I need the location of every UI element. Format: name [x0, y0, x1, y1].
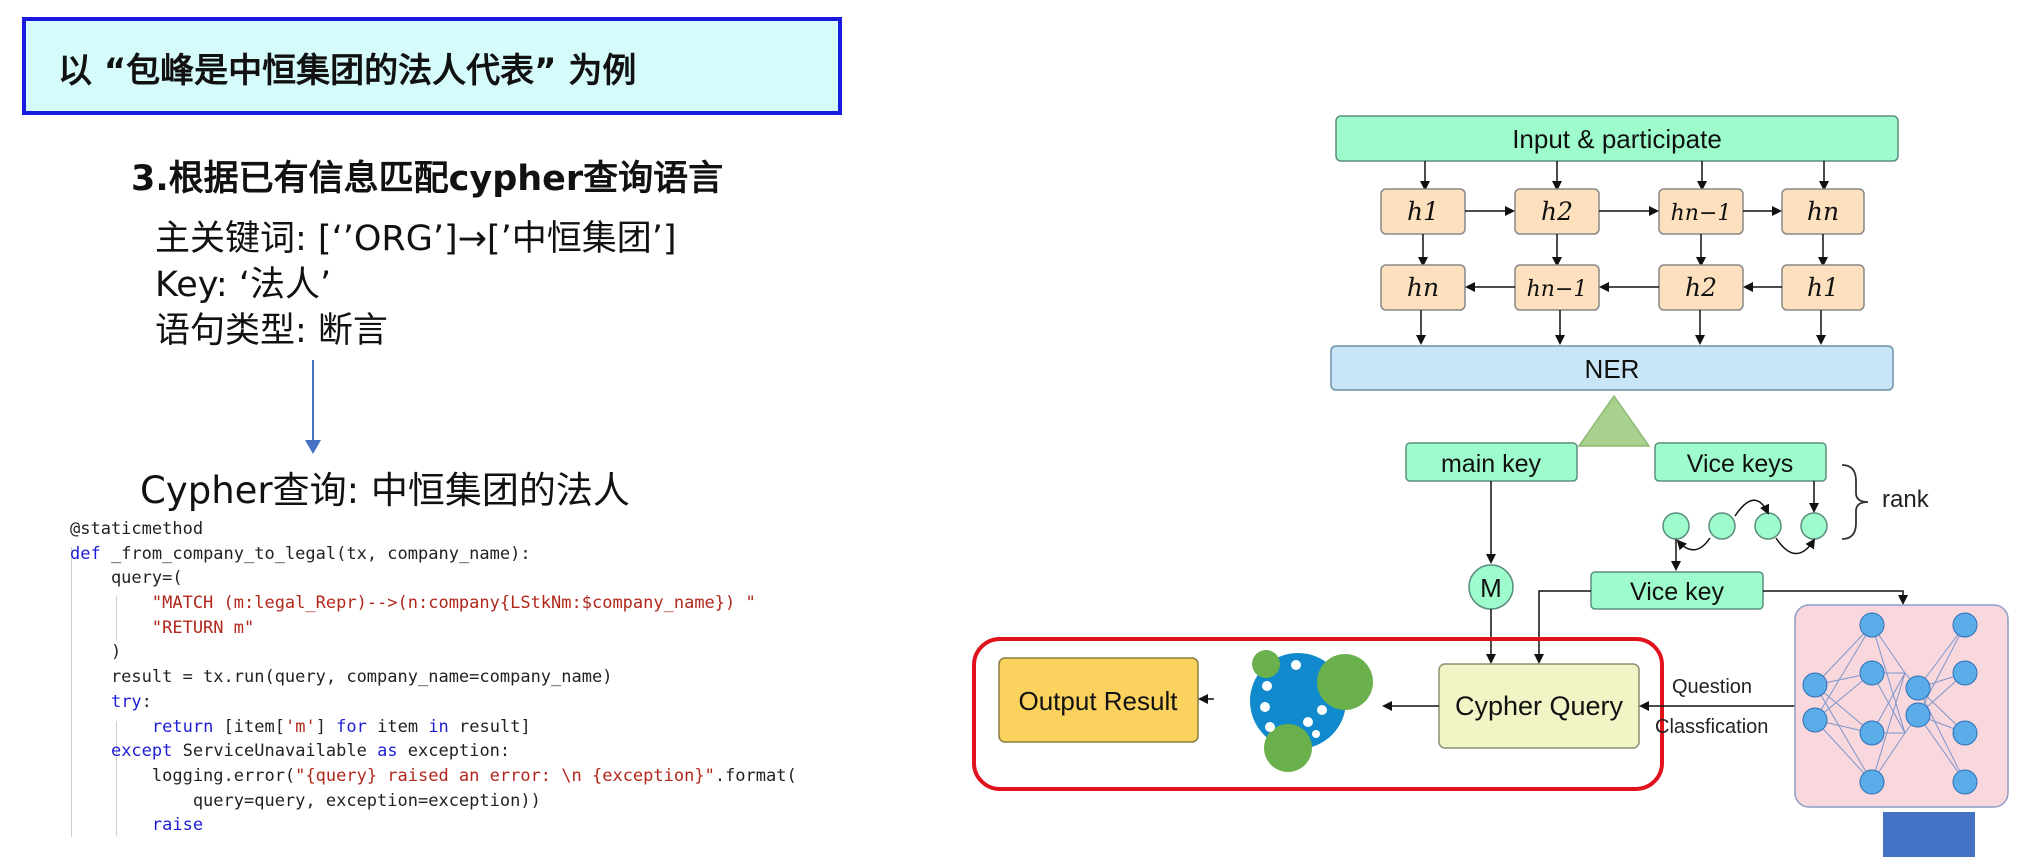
code-line: result = tx.run(query, company_name=comp… — [70, 667, 613, 688]
indent-guide — [116, 721, 117, 836]
rank-node — [1662, 512, 1690, 540]
code-line: return [item['m'] for item in result] — [151, 716, 531, 737]
ner-label: NER — [1585, 354, 1640, 384]
h-label: h1 — [1407, 197, 1439, 226]
vice-keys-label: Vice keys — [1687, 450, 1794, 478]
highlight-outline — [972, 637, 1664, 791]
m-label: M — [1480, 573, 1502, 603]
code-line: except ServiceUnavailable as exception: — [110, 741, 511, 762]
code-line: "MATCH (m:legal_Repr)-->(n:company{LStkN… — [70, 593, 756, 614]
h-label: h2 — [1685, 273, 1717, 302]
cypher-query-label: Cypher查询: 中恒集团的法人 — [140, 469, 630, 512]
rank-node — [1800, 512, 1828, 540]
h-label: hn — [1807, 197, 1839, 226]
main-keywords-line: 主关键词: [‘’ORG’]→[’中恒集团’] — [155, 219, 677, 259]
title-banner: 以 “包峰是中恒集团的法人代表” 为例 — [22, 17, 842, 115]
nn-nodes — [1802, 612, 1978, 795]
step-title: 3.根据已有信息匹配cypher查询语言 — [131, 159, 724, 199]
down-arrow-line — [312, 360, 314, 442]
down-arrow-icon — [305, 440, 321, 454]
code-line: raise — [151, 815, 204, 836]
h-label: hn — [1407, 273, 1439, 302]
sentence-type-line: 语句类型: 断言 — [155, 311, 388, 351]
triangle-icon — [1577, 394, 1651, 447]
output-result-label: Output Result — [1019, 686, 1179, 716]
vice-keys-box — [1654, 442, 1827, 482]
code-line: query=query, exception=exception)) — [70, 790, 541, 811]
code-line: logging.error("{query} raised an error: … — [70, 765, 797, 786]
code-line: try: — [110, 691, 152, 712]
slide-marker — [1883, 812, 1975, 857]
h-label: hn−1 — [1527, 277, 1588, 302]
code-line: def _from_company_to_legal(tx, company_n… — [70, 543, 531, 564]
code-line: "RETURN m" — [70, 617, 255, 638]
rank-node — [1754, 512, 1782, 540]
neo4j-logo-icon — [1250, 650, 1373, 772]
rank-node — [1708, 512, 1736, 540]
h-label: h2 — [1541, 197, 1573, 226]
code-line: query=( — [70, 568, 183, 589]
classification-label: Classfication — [1655, 716, 1768, 738]
code-line: @staticmethod — [70, 519, 204, 539]
code-block: @staticmethod def _from_company_to_legal… — [70, 517, 797, 838]
question-label: Question — [1672, 676, 1752, 698]
rank-brace — [1841, 464, 1869, 540]
input-label: Input & participate — [1512, 124, 1722, 154]
h-label: h1 — [1807, 273, 1839, 302]
vice-key-label: Vice key — [1630, 578, 1725, 606]
rank-label: rank — [1882, 486, 1930, 513]
input-box — [1335, 115, 1899, 162]
h-label: hn−1 — [1671, 201, 1732, 226]
main-key-label: main key — [1441, 450, 1542, 478]
banner-text: 以 “包峰是中恒集团的法人代表” 为例 — [58, 51, 637, 91]
key-line: Key: ‘法人’ — [155, 265, 332, 305]
ner-box — [1330, 345, 1894, 391]
indent-guide — [116, 596, 117, 641]
cypher-query-box-label: Cypher Query — [1455, 691, 1624, 721]
indent-guide — [71, 547, 72, 837]
code-line: ) — [70, 642, 122, 663]
